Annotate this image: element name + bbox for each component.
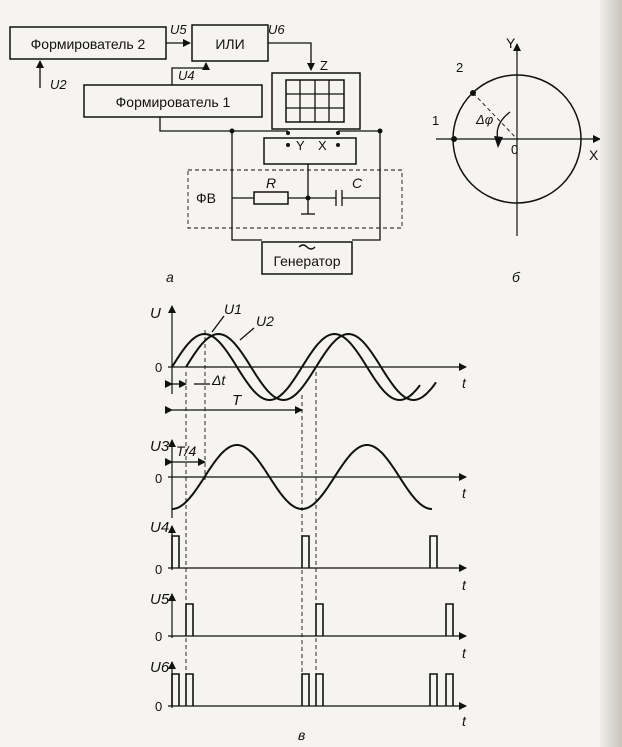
label-dt: Δt <box>211 372 226 388</box>
wave-u2 <box>185 332 437 402</box>
label-u4: U4 <box>178 68 195 83</box>
label-zero-u3: 0 <box>155 471 162 486</box>
oscilloscope-input-box <box>263 137 357 165</box>
u6-pulse-5 <box>429 673 438 706</box>
page-edge-shadow <box>600 0 622 747</box>
label-x-input: X <box>318 138 327 153</box>
wire-u4 <box>171 62 210 85</box>
label-zero-u: 0 <box>155 360 162 375</box>
u5-pulse-3 <box>445 603 454 636</box>
former2-label: Формирователь 2 <box>31 36 146 52</box>
y-terminal-a <box>286 131 290 135</box>
y-terminal-b <box>286 143 290 147</box>
wire-left-vertical <box>231 131 262 241</box>
phase-angle-arc <box>496 111 511 141</box>
label-zero-u5: 0 <box>155 629 162 644</box>
block-diagram: Формирователь 2 ИЛИ Формирователь 1 U5 U… <box>9 22 403 285</box>
phase-shifter-label: ФВ <box>196 190 216 206</box>
oscilloscope-grid <box>286 80 344 122</box>
u4-pulse-1 <box>171 535 180 568</box>
timing-diagram: U 0 U1 U2 t U3 0 t U4 0 t U5 0 t U6 0 t <box>150 301 467 743</box>
figure-svg: Формирователь 2 ИЛИ Формирователь 1 U5 U… <box>9 22 600 743</box>
wave-u1 <box>171 332 421 402</box>
label-t-u4: t <box>462 577 467 593</box>
u5-pulse-2 <box>315 603 324 636</box>
label-t-u5: t <box>462 645 467 661</box>
phase-circle-diagram: Y X 1 2 0 Δφ б <box>432 35 600 285</box>
former1-box <box>83 84 263 118</box>
caption-b: б <box>512 269 521 285</box>
u6-pulse-2 <box>185 673 194 706</box>
u6-pulse-3 <box>301 673 310 706</box>
label-T4: T/4 <box>176 443 196 459</box>
resistor-label: R <box>266 175 276 191</box>
former1-label: Формирователь 1 <box>116 94 231 110</box>
label-zero-u6: 0 <box>155 699 162 714</box>
u4-pulse-3 <box>429 535 438 568</box>
phase-delta-phi-label: Δφ <box>475 112 494 127</box>
caption-v: в <box>298 727 305 743</box>
phase-shifter-box <box>187 169 403 229</box>
u4-pulse-2 <box>301 535 310 568</box>
phase-origin-label: 0 <box>511 142 518 157</box>
label-u6: U6 <box>268 22 285 37</box>
label-u5: U5 <box>150 591 170 608</box>
u6-pulse-4 <box>315 673 324 706</box>
generator-sine-icon <box>298 244 316 250</box>
label-t-u: t <box>462 375 467 391</box>
label-t-u3: t <box>462 485 467 501</box>
phase-radius-dashed <box>472 92 518 140</box>
resistor-symbol <box>253 191 289 205</box>
wire-right-vertical <box>352 131 381 241</box>
label-u2-input: U2 <box>50 77 67 92</box>
phase-point-2-label: 2 <box>456 60 463 75</box>
label-zero-u4: 0 <box>155 562 162 577</box>
phase-point-1-label: 1 <box>432 113 439 128</box>
label-z: Z <box>320 58 328 73</box>
label-t-u6: t <box>462 713 467 729</box>
phase-y-label: Y <box>506 35 516 51</box>
wire-u6 <box>268 42 315 71</box>
u6-pulse-6 <box>445 673 454 706</box>
oscilloscope-body <box>271 72 361 130</box>
label-u2-wave: U2 <box>256 313 274 329</box>
label-u6: U6 <box>150 659 170 676</box>
x-terminal-a <box>336 131 340 135</box>
caption-a: а <box>166 269 174 285</box>
x-terminal-b <box>336 143 340 147</box>
label-u5: U5 <box>170 22 187 37</box>
leader-u2 <box>239 327 255 341</box>
leader-u1 <box>211 315 225 333</box>
label-u3: U3 <box>150 438 170 455</box>
phase-x-label: X <box>589 147 599 163</box>
label-u1: U1 <box>224 301 242 317</box>
label-T: T <box>232 392 243 409</box>
u5-pulse-1 <box>185 603 194 636</box>
generator-box <box>261 241 353 275</box>
label-u4: U4 <box>150 519 169 536</box>
wire-former1-y <box>159 117 288 132</box>
generator-label: Генератор <box>273 253 340 269</box>
or-gate-label: ИЛИ <box>215 36 244 52</box>
phase-angle-arrowhead <box>494 136 503 148</box>
u6-pulse-1 <box>171 673 180 706</box>
phase-point-1 <box>451 136 457 142</box>
label-y-input: Y <box>296 138 305 153</box>
capacitor-label: C <box>352 175 363 191</box>
label-u: U <box>150 305 161 322</box>
